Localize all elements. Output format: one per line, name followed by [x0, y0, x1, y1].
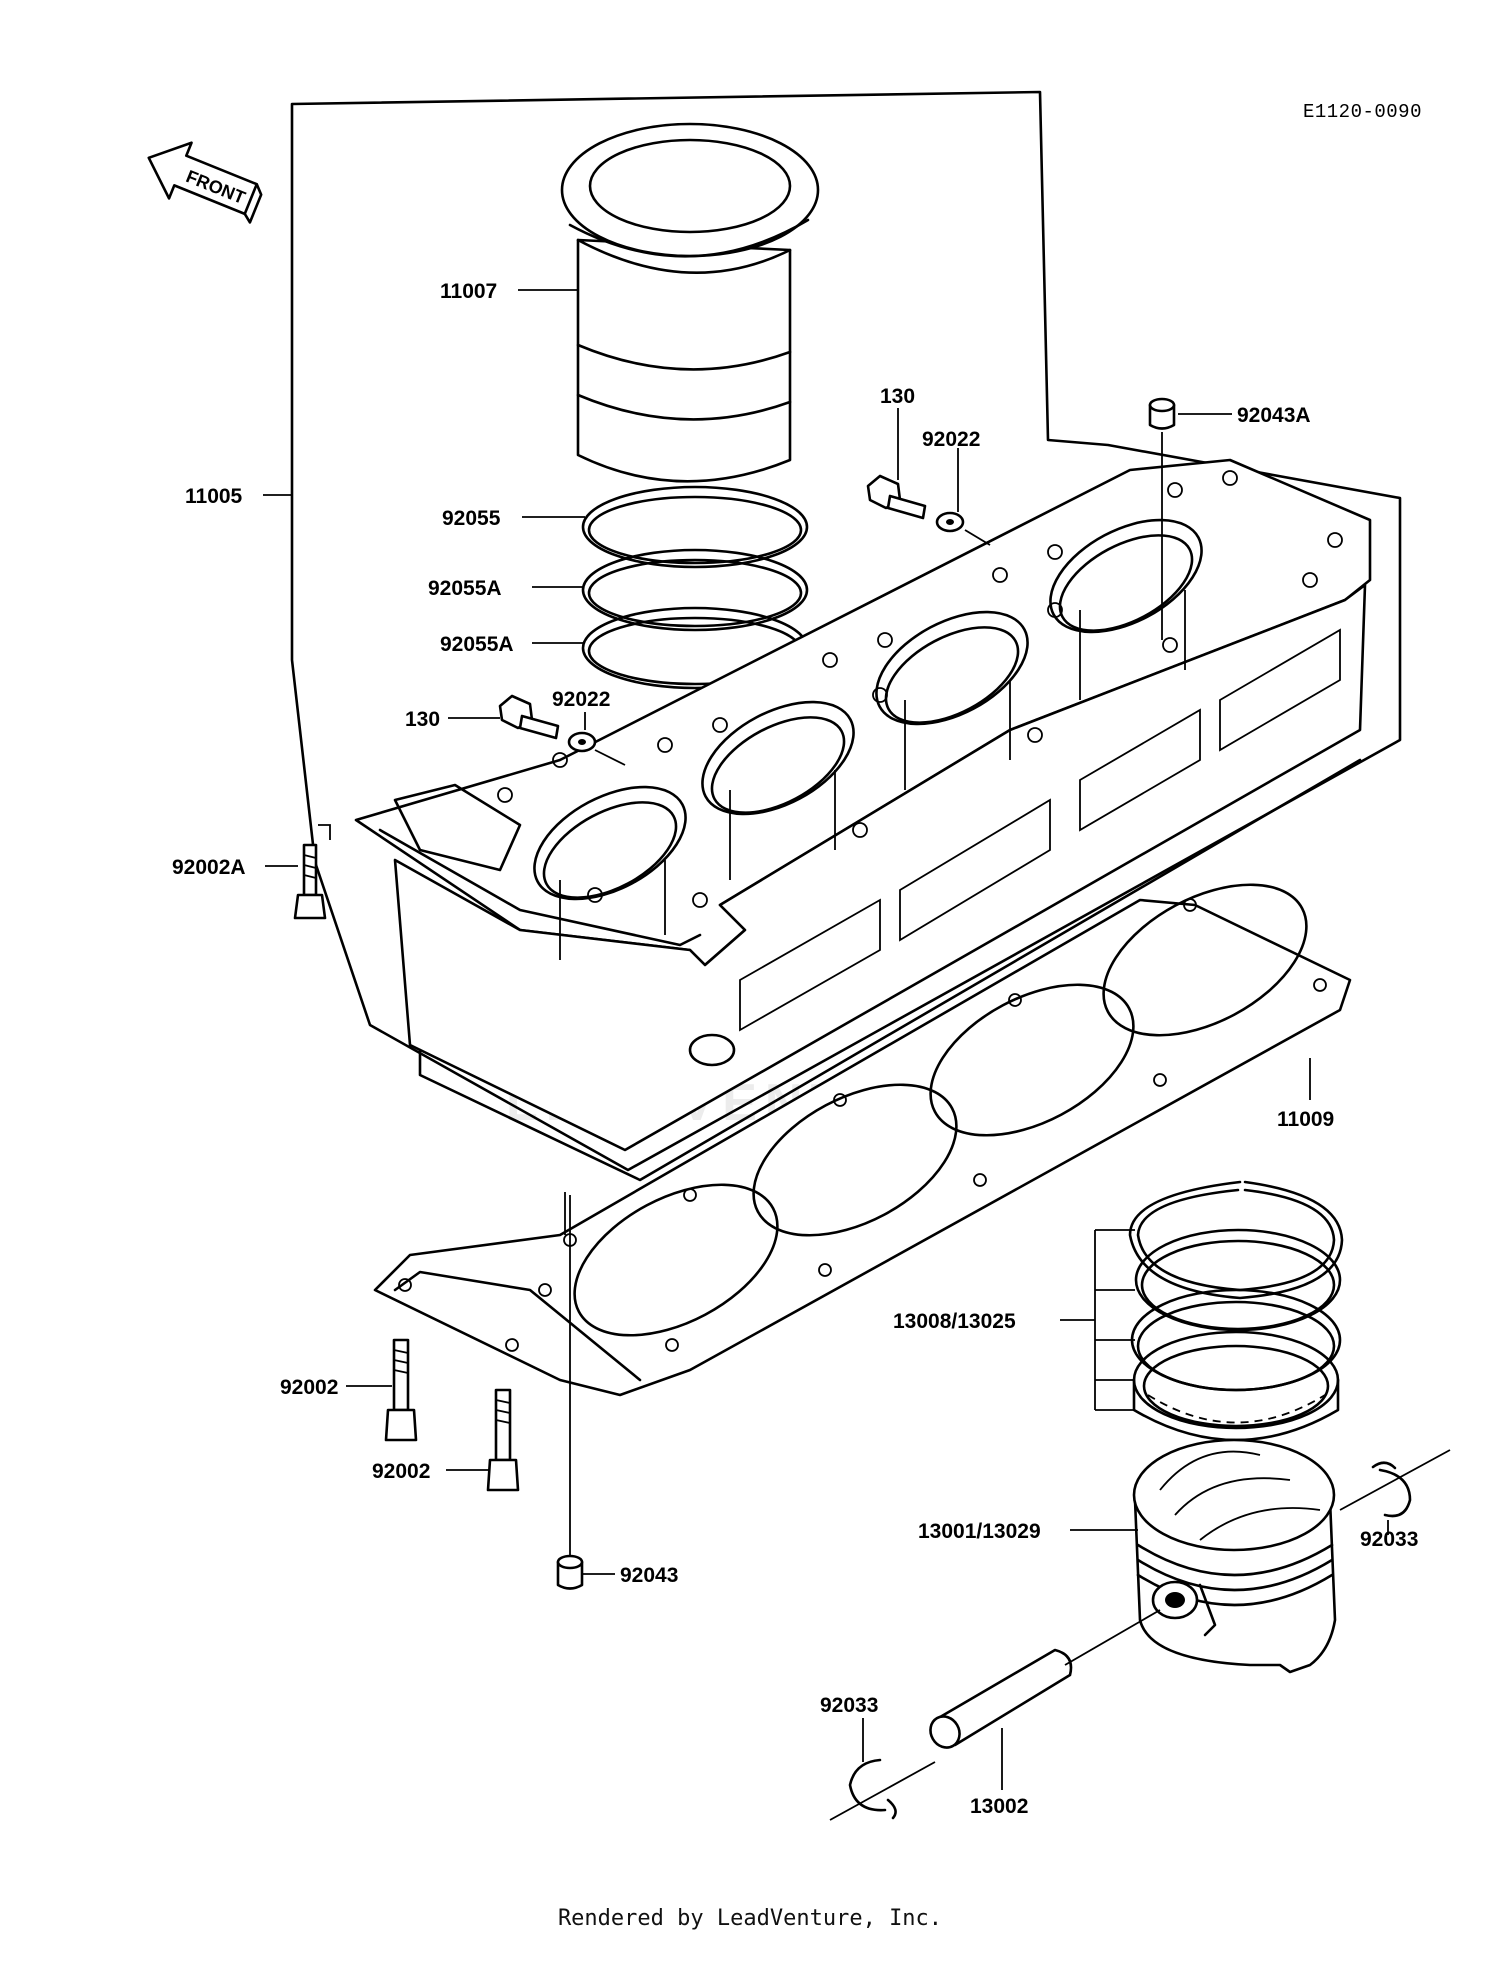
- label-11007: 11007: [440, 280, 497, 303]
- dowel-92043: [556, 1192, 584, 1590]
- front-arrow: FRONT: [147, 141, 263, 224]
- label-92055a-1: 92055A: [428, 577, 502, 600]
- deck-holes: [497, 470, 1343, 908]
- label-92043: 92043: [620, 1564, 678, 1587]
- bolt-mid: [498, 694, 560, 740]
- label-11009: 11009: [1277, 1108, 1334, 1131]
- circlip-left: [829, 1718, 936, 1821]
- dowel-92043a: [1148, 397, 1176, 640]
- bolt-92002-b: [486, 1388, 520, 1492]
- label-11005: 11005: [185, 485, 243, 508]
- footer-credit: Rendered by LeadVenture, Inc.: [557, 1906, 943, 1931]
- label-130-top: 130: [880, 385, 915, 408]
- label-92055a-2: 92055A: [440, 633, 514, 656]
- leader-lines: [263, 289, 1389, 1575]
- label-13002: 13002: [970, 1795, 1028, 1818]
- washer-top: [935, 511, 965, 533]
- label-92002-1: 92002: [280, 1376, 338, 1399]
- piston-rings: [1094, 1180, 1344, 1442]
- o-rings: [581, 485, 809, 690]
- label-13001-13029: 13001/13029: [918, 1520, 1041, 1543]
- label-92055: 92055: [442, 507, 501, 530]
- diagram-code: E1120-0090: [1302, 101, 1422, 123]
- label-13008-13025: 13008/13025: [893, 1310, 1016, 1333]
- wrist-pin: [929, 1609, 1161, 1790]
- circlip-right: [1339, 1449, 1451, 1518]
- cylinder-liner: [560, 122, 820, 483]
- bolt-92002a: [293, 824, 331, 920]
- label-130-mid: 130: [405, 708, 440, 731]
- label-92043a: 92043A: [1237, 404, 1311, 427]
- head-gasket: [373, 883, 1352, 1397]
- part-labels: 11007 11005 130 92022 92043A 92055 92055…: [172, 280, 1418, 1818]
- gasket-holes: [398, 898, 1327, 1352]
- label-92033-left: 92033: [820, 1694, 878, 1717]
- piston: [1132, 1438, 1337, 1674]
- label-92002-2: 92002: [372, 1460, 430, 1483]
- bolt-92002-a: [384, 1338, 418, 1442]
- bolt-top: [866, 474, 927, 520]
- assembly-frame: [290, 90, 1402, 1172]
- label-92022-top: 92022: [922, 428, 980, 451]
- label-92022-mid: 92022: [552, 688, 610, 711]
- label-92033-right: 92033: [1360, 1528, 1418, 1551]
- label-92002a: 92002A: [172, 856, 246, 879]
- cylinder-block: [354, 458, 1372, 1182]
- washer-mid: [567, 731, 597, 753]
